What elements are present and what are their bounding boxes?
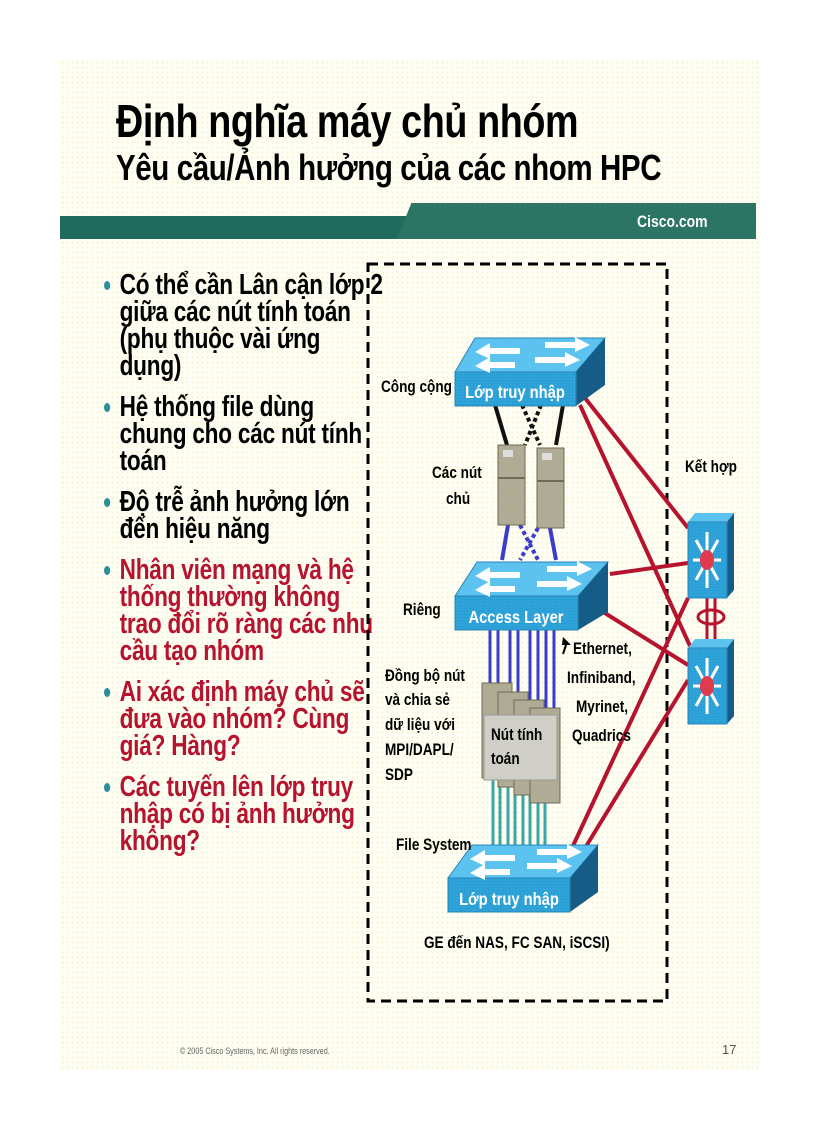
label-aggregation: Kết hợp bbox=[685, 458, 737, 477]
bullet-dot-icon bbox=[104, 403, 111, 412]
pointer-arrow-icon bbox=[562, 637, 571, 655]
header-band-tab bbox=[397, 203, 756, 239]
bullet-dot-icon bbox=[104, 566, 111, 575]
svg-text:MPI/DAPL/: MPI/DAPL/ bbox=[385, 741, 454, 760]
head-node-servers bbox=[497, 444, 565, 529]
label-sync: Đồng bộ nút bbox=[385, 667, 465, 686]
label-head-nodes-2: chủ bbox=[446, 490, 470, 509]
public-switch-label: Lớp truy nhập bbox=[465, 383, 565, 403]
bullet-item: Độ trễ ảnh hưởng lớn đến hiệu năng bbox=[104, 488, 385, 544]
aggregation-switch-bottom[interactable] bbox=[687, 639, 734, 725]
bullet-item: Các tuyến lên lớp truy nhập có bị ảnh hư… bbox=[104, 773, 385, 856]
private-switch-label: Access Layer bbox=[468, 608, 564, 628]
page-title: Định nghĩa máy chủ nhóm Yêu cầu/Ảnh hưởn… bbox=[116, 95, 662, 190]
storage-switch-label: Lớp truy nhập bbox=[459, 890, 559, 910]
copyright: © 2005 Cisco Systems, Inc. All rights re… bbox=[180, 1046, 330, 1056]
bullet-item: Nhân viên mạng và hệ thống thường không … bbox=[104, 556, 385, 666]
bullet-item: Có thể cần Lân cận lớp 2 giữa các nút tí… bbox=[104, 271, 385, 381]
uplink-links bbox=[570, 396, 726, 850]
svg-text:SDP: SDP bbox=[385, 766, 413, 785]
svg-text:Myrinet,: Myrinet, bbox=[576, 698, 628, 717]
label-private: Riêng bbox=[403, 601, 441, 620]
bullet-list: Có thể cần Lân cận lớp 2 giữa các nút tí… bbox=[104, 271, 383, 869]
label-file-system: File System bbox=[396, 836, 472, 855]
bullet-dot-icon bbox=[104, 783, 111, 792]
svg-text:toán: toán bbox=[491, 750, 520, 769]
public-links bbox=[493, 404, 565, 446]
svg-text:Quadrics: Quadrics bbox=[572, 727, 631, 746]
storage-access-switch[interactable]: Lớp truy nhập bbox=[447, 844, 600, 913]
svg-text:và chia sẻ: và chia sẻ bbox=[385, 691, 450, 710]
bullet-dot-icon bbox=[104, 281, 111, 290]
title-line-1: Định nghĩa máy chủ nhóm bbox=[116, 95, 579, 147]
label-head-nodes: Các nút bbox=[432, 464, 482, 483]
bullet-dot-icon bbox=[104, 498, 111, 507]
private-head-links bbox=[500, 524, 558, 561]
bullet-dot-icon bbox=[104, 688, 111, 697]
private-access-switch[interactable]: Access Layer bbox=[454, 561, 610, 631]
cluster-boundary bbox=[366, 262, 669, 1003]
title-line-2: Yêu cầu/Ảnh hưởng của các nhom HPC bbox=[116, 147, 662, 188]
public-access-switch[interactable]: Lớp truy nhập bbox=[454, 337, 607, 407]
label-compute-nodes: Nút tính bbox=[491, 726, 542, 745]
page-number: 17 bbox=[722, 1042, 737, 1057]
aggregation-switch-top[interactable] bbox=[687, 513, 734, 599]
brand-link[interactable]: Cisco.com bbox=[637, 212, 708, 231]
label-interconnect: Ethernet, bbox=[573, 640, 632, 659]
compute-node-stack bbox=[481, 682, 561, 804]
bullet-item: Hệ thống file dùng chung cho các nút tín… bbox=[104, 393, 385, 476]
svg-text:Infiniband,: Infiniband, bbox=[567, 669, 636, 688]
label-public: Công cộng bbox=[381, 378, 452, 397]
label-storage: GE đến NAS, FC SAN, iSCSI) bbox=[424, 934, 610, 953]
svg-text:dữ liệu với: dữ liệu với bbox=[385, 716, 455, 735]
bullet-item: Ai xác định máy chủ sẽ đưa vào nhóm? Cùn… bbox=[104, 678, 385, 761]
